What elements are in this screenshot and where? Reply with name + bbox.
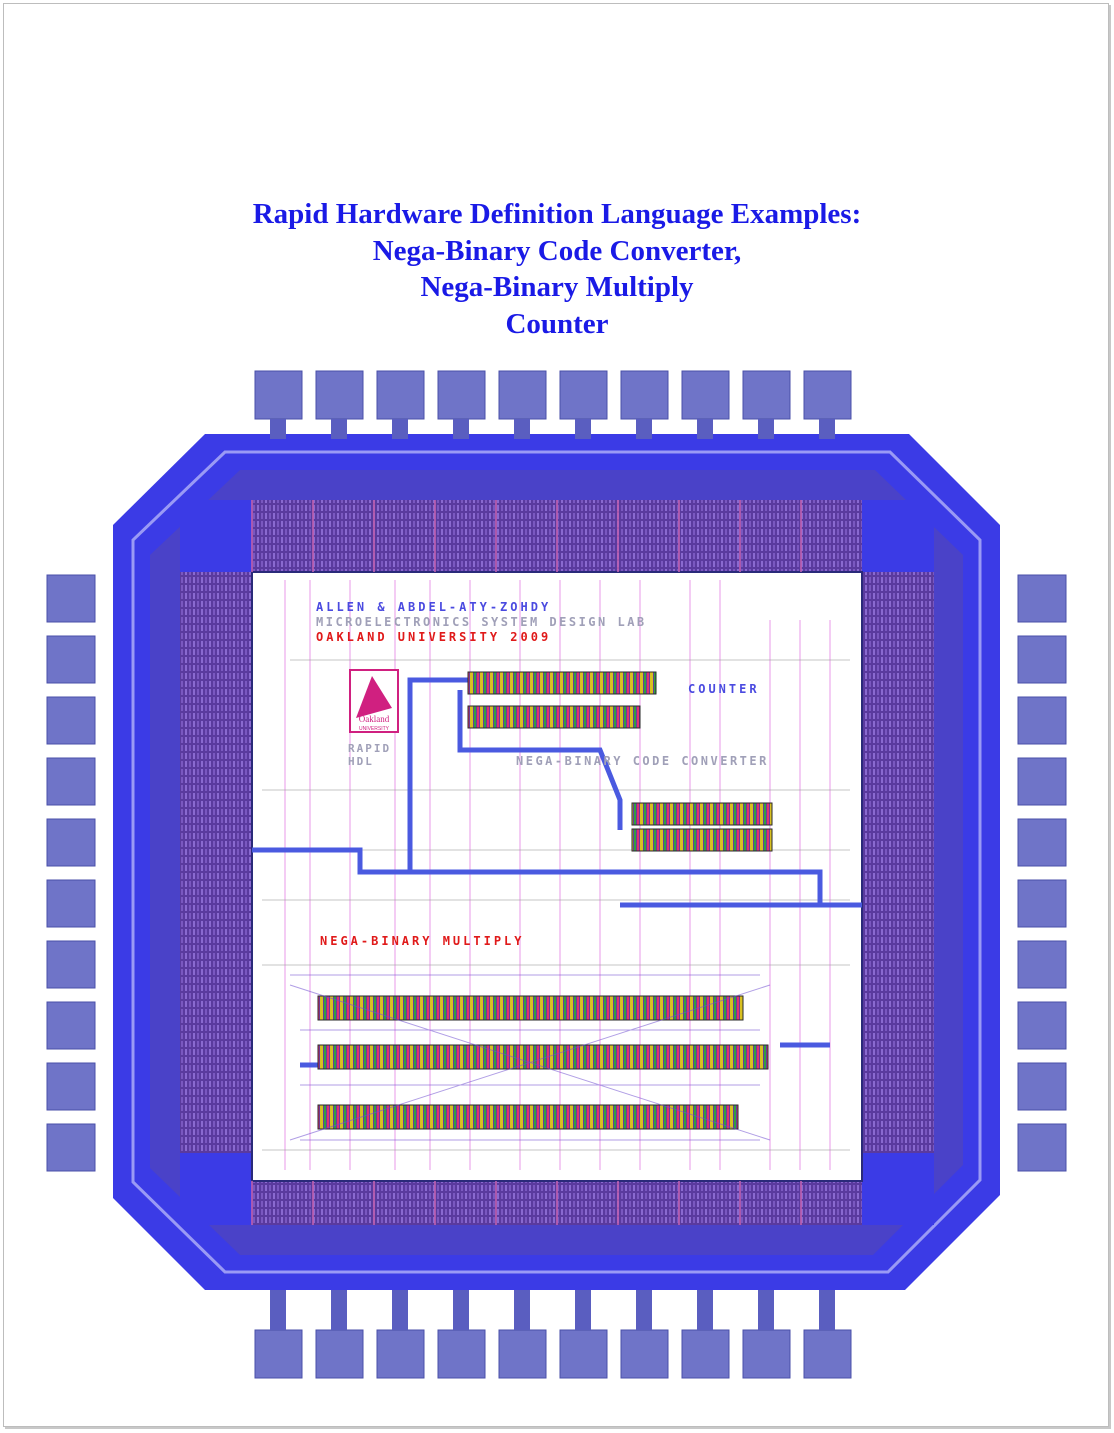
title-line-3: Nega-Binary Multiply (420, 271, 694, 303)
document-title: Rapid Hardware Definition Language Examp… (0, 196, 1114, 342)
counter-label: COUNTER (688, 682, 760, 696)
counter-block (467, 671, 657, 695)
multiply-label: NEGA-BINARY MULTIPLY (320, 934, 525, 948)
title-line-1: Rapid Hardware Definition Language Examp… (252, 198, 862, 230)
converter-label: NEGA-BINARY CODE CONVERTER (516, 754, 769, 768)
hdl-label: HDL (348, 755, 374, 768)
logo-subtext: UNIVERSITY (359, 726, 390, 732)
die-university-label: OAKLAND UNIVERSITY 2009 (316, 630, 551, 644)
oakland-logo: Oakland UNIVERSITY (349, 669, 399, 733)
page-frame (3, 3, 1109, 1427)
die-authors-label: ALLEN & ABDEL-ATY-ZOHDY (316, 600, 551, 614)
title-line-2: Nega-Binary Code Converter, (372, 234, 742, 267)
logo-text: Oakland (359, 714, 390, 724)
multiply-block (317, 995, 744, 1021)
die-lab-label: MICROELECTRONICS SYSTEM DESIGN LAB (316, 615, 647, 629)
rapid-label: RAPID (348, 742, 391, 755)
title-line-4: Counter (505, 307, 609, 340)
bond-pads (46, 370, 1067, 1379)
converter-block (631, 802, 773, 826)
